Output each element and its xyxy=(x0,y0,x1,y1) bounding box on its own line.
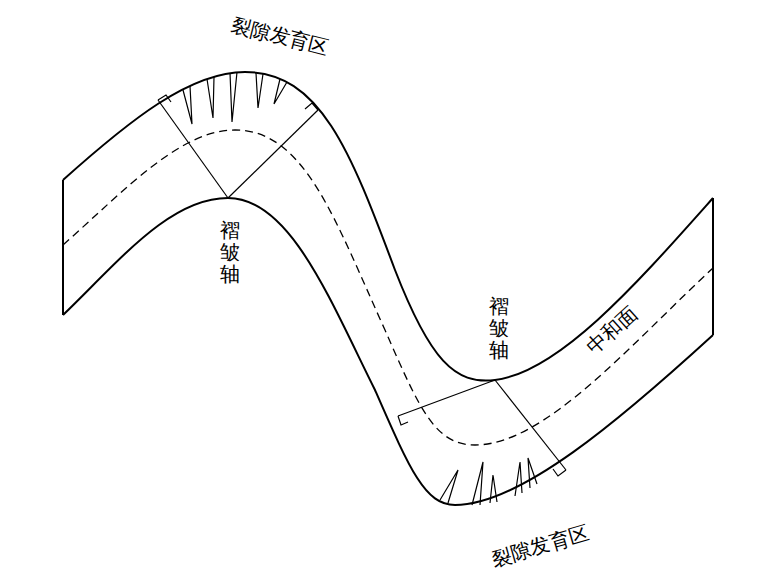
fold-axis-label: 褶皱轴 xyxy=(220,219,240,285)
neutral-surface-label: 中和面 xyxy=(582,302,641,358)
fracture-zone-label: 裂隙发育区 xyxy=(229,13,331,59)
neutral-surface xyxy=(63,130,713,445)
fold-axis-lines xyxy=(158,95,566,476)
fracture-zone-label: 裂隙发育区 xyxy=(489,522,591,571)
fractures xyxy=(183,72,537,505)
inner-boundary xyxy=(63,198,713,505)
fold-axis-label: 褶皱轴 xyxy=(489,295,509,361)
left-end xyxy=(62,180,64,315)
outer-boundary xyxy=(63,72,713,381)
right-end xyxy=(712,198,714,335)
